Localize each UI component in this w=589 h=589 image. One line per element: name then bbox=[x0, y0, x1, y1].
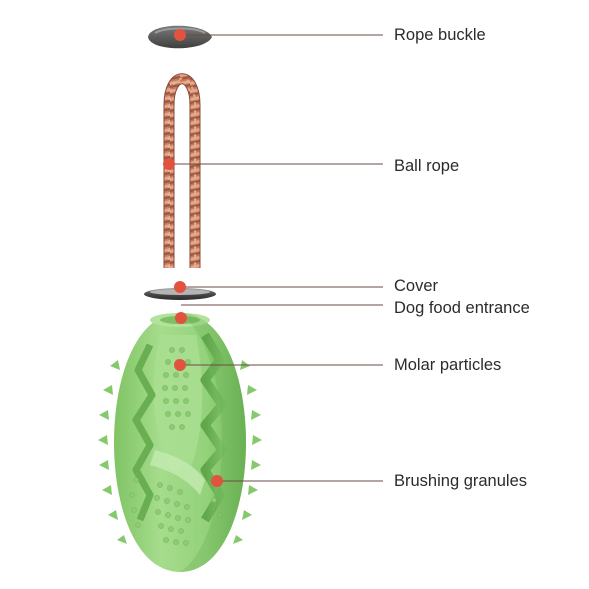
marker-ball-rope bbox=[163, 158, 175, 170]
label-brushing-granules: Brushing granules bbox=[394, 472, 527, 490]
label-dog-food-entrance: Dog food entrance bbox=[394, 299, 530, 317]
label-cover: Cover bbox=[394, 277, 439, 295]
marker-rope-buckle bbox=[174, 29, 186, 41]
marker-cover bbox=[174, 281, 186, 293]
label-rope-buckle: Rope buckle bbox=[394, 26, 486, 44]
label-ball-rope: Ball rope bbox=[394, 157, 460, 175]
marker-dog-food-entrance bbox=[175, 312, 187, 324]
ball-rope-part bbox=[163, 73, 201, 268]
markers bbox=[163, 29, 223, 487]
label-molar-particles: Molar particles bbox=[394, 356, 502, 374]
leader-lines bbox=[169, 34, 383, 482]
marker-molar-particles bbox=[174, 359, 186, 371]
marker-brushing-granules bbox=[211, 475, 223, 487]
molar-ball-part bbox=[98, 313, 262, 572]
